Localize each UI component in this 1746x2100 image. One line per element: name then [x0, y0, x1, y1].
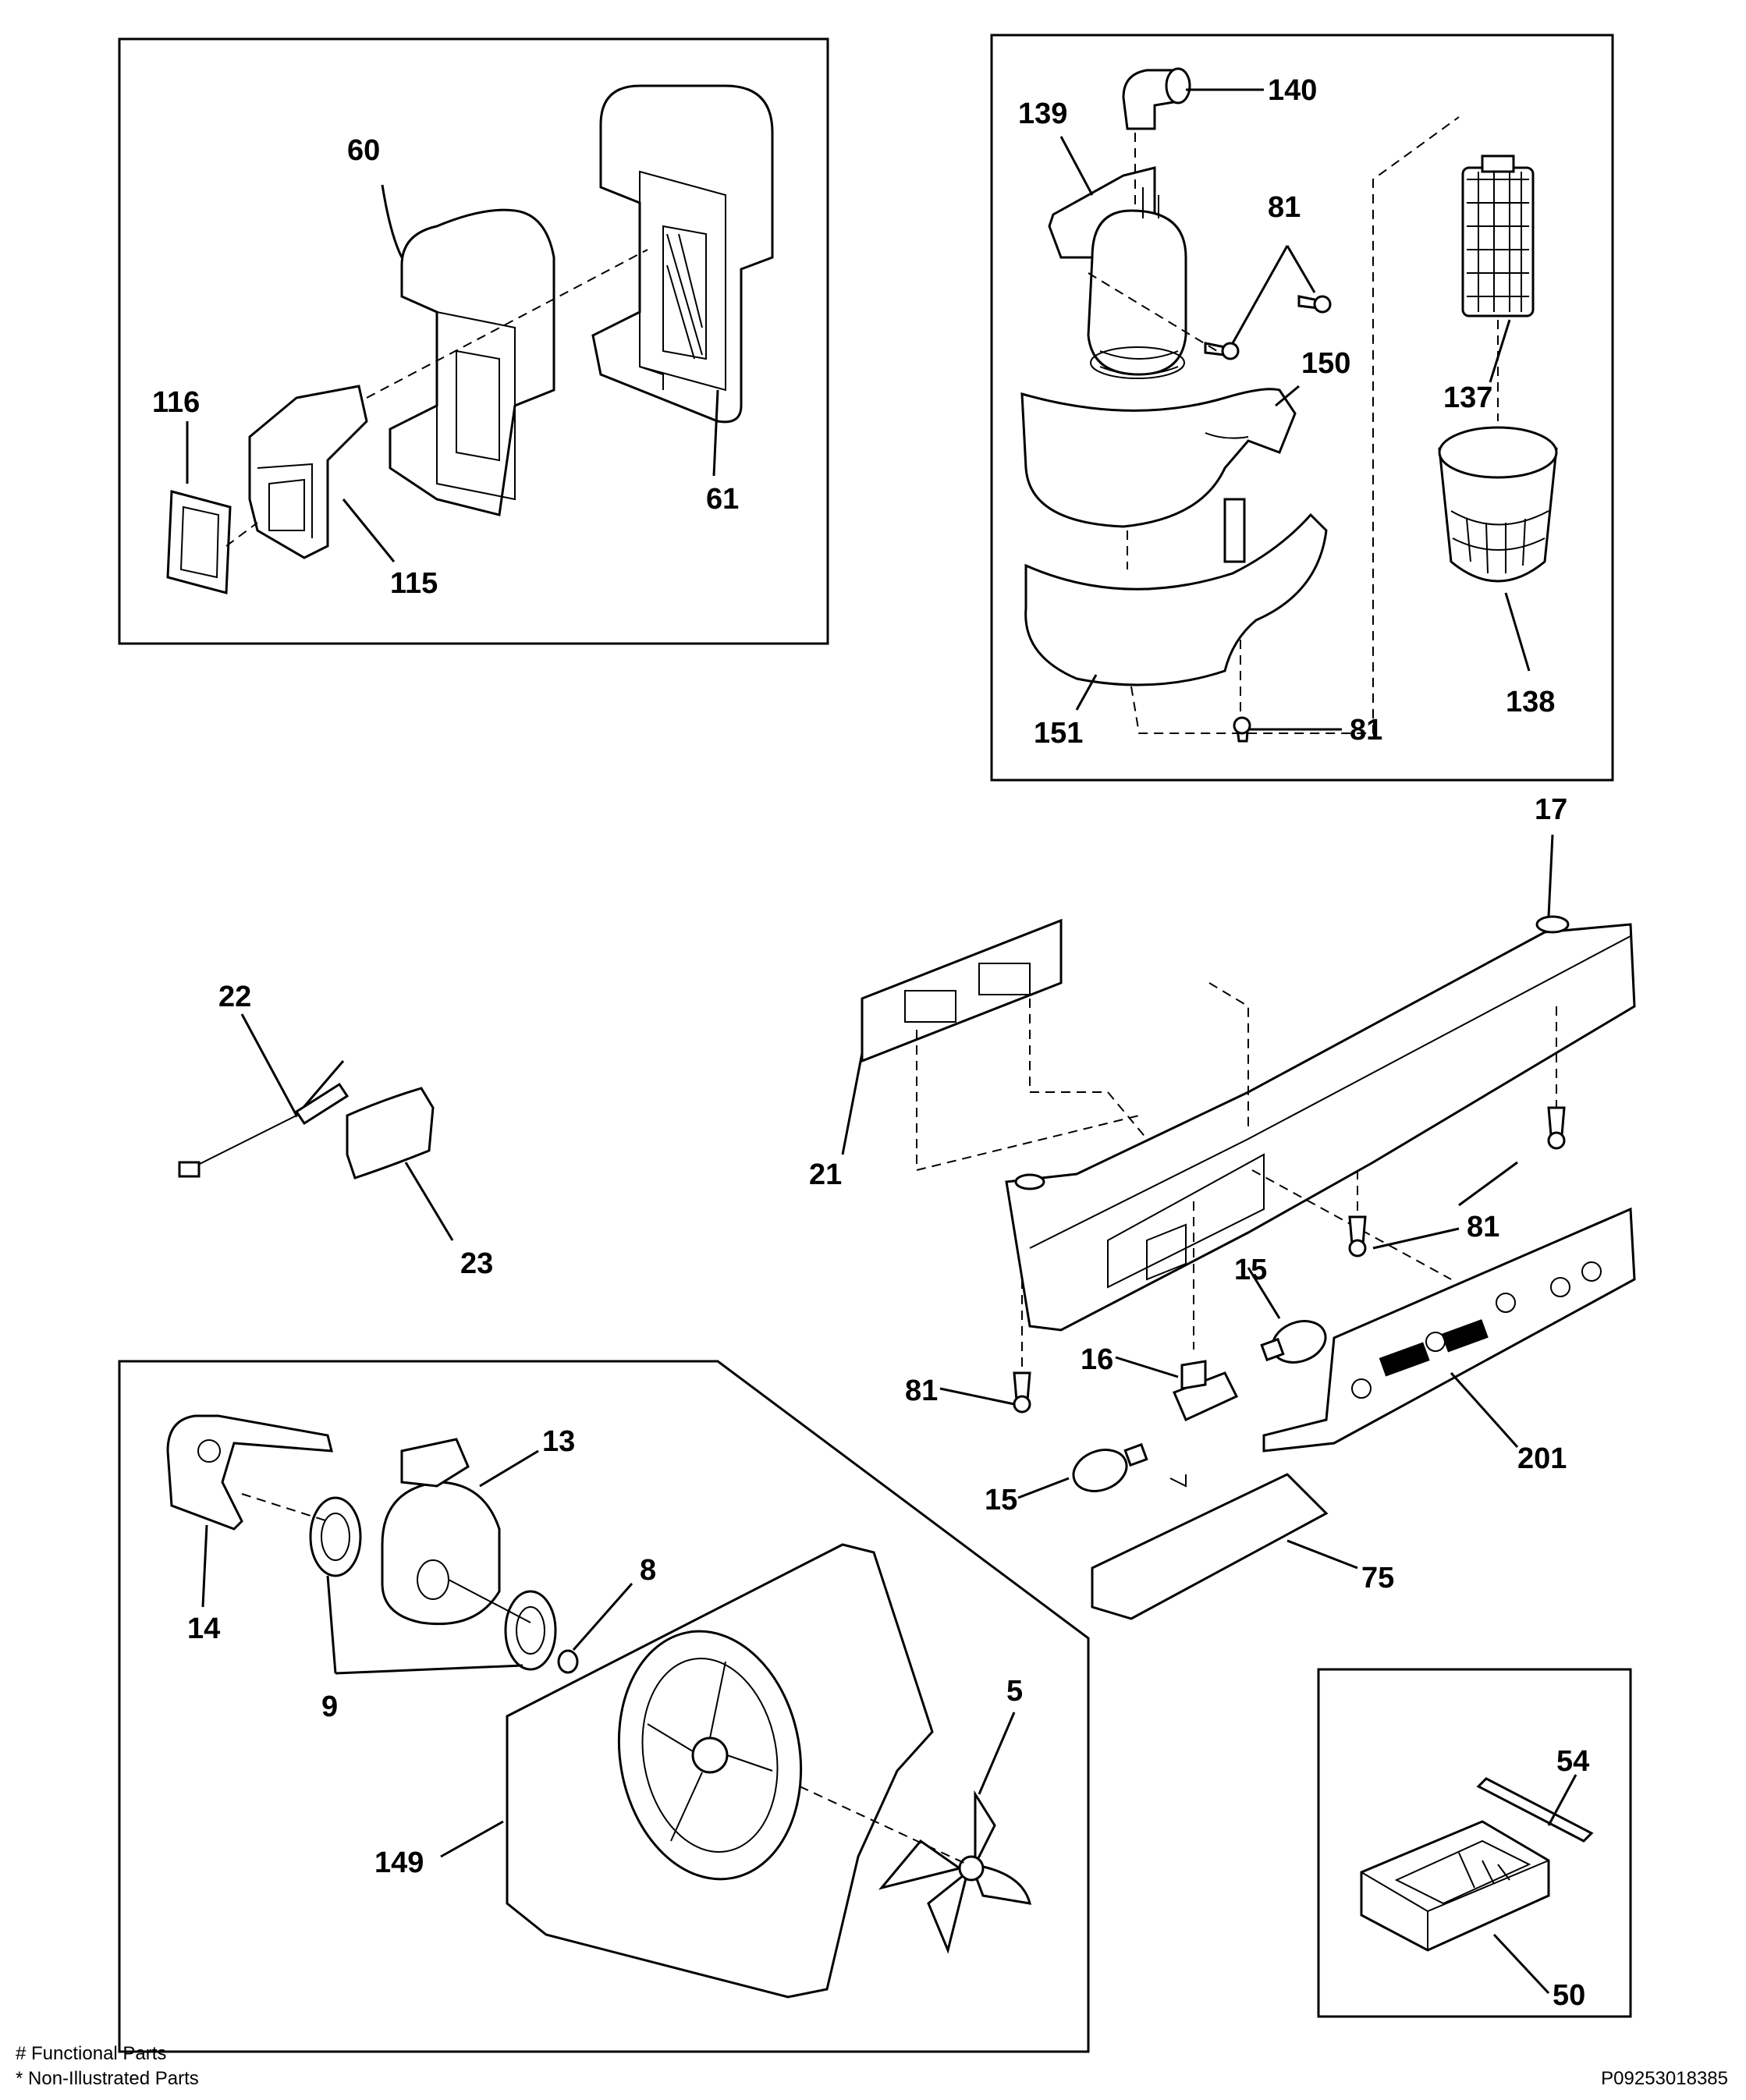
part-9-wheel-right — [504, 1590, 557, 1671]
part-label-138: 138 — [1506, 686, 1555, 718]
part-139-filter-head — [1048, 166, 1187, 379]
part-115-damper-control — [248, 385, 368, 559]
duct-assembly-group: 60 61 116 115 — [118, 37, 829, 645]
part-137-filter-cartridge — [1461, 154, 1535, 317]
part-label-81-left: 81 — [905, 1375, 938, 1407]
part-81-screw-e — [1348, 1215, 1367, 1258]
part-149-fan-shroud — [506, 1543, 934, 1999]
part-140-fitting — [1122, 67, 1191, 130]
water-filter-frame — [990, 34, 1614, 782]
part-label-75: 75 — [1361, 1562, 1394, 1595]
part-label-17: 17 — [1535, 793, 1567, 826]
part-75-deflector — [1091, 1473, 1329, 1620]
part-label-60: 60 — [347, 134, 380, 167]
part-label-13: 13 — [542, 1425, 575, 1458]
part-201-control-panel — [1262, 1207, 1636, 1453]
part-label-149: 149 — [374, 1846, 424, 1879]
control-box-group: 54 50 — [1317, 1668, 1632, 2018]
part-label-81-right: 81 — [1467, 1211, 1499, 1243]
water-filter-group: 139 140 81 150 137 138 151 81 — [990, 34, 1614, 782]
part-15-light-bulb-lower — [1072, 1442, 1148, 1492]
part-50-control-housing — [1360, 1820, 1550, 1952]
part-label-151: 151 — [1034, 717, 1083, 750]
part-116-gasket — [166, 490, 232, 594]
sensor-group: 22 23 — [178, 981, 493, 1280]
part-label-61: 61 — [706, 483, 739, 516]
part-81-screw-c — [1233, 716, 1251, 743]
part-label-5: 5 — [1006, 1675, 1023, 1708]
part-label-140: 140 — [1268, 74, 1317, 107]
part-15-light-bulb-upper — [1260, 1320, 1327, 1364]
part-label-15-lower: 15 — [985, 1484, 1017, 1516]
part-9-wheel-left — [309, 1496, 362, 1577]
fan-assembly-frame — [118, 1360, 1090, 2053]
panel-display-right — [1441, 1319, 1489, 1353]
part-8-washer — [557, 1649, 579, 1674]
part-label-54: 54 — [1556, 1745, 1589, 1778]
drawing-code: P09253018385 — [1601, 2068, 1728, 2089]
part-label-8: 8 — [640, 1554, 656, 1587]
part-54-strip — [1476, 1777, 1594, 1843]
part-60-duct-cover — [389, 208, 555, 516]
part-138-filter-bowl — [1438, 426, 1558, 583]
part-16-lamp-socket — [1173, 1360, 1239, 1422]
part-61-outer-duct-cover — [591, 84, 774, 424]
duct-assembly-frame — [118, 37, 829, 645]
part-14-bracket — [166, 1414, 333, 1531]
part-label-50: 50 — [1553, 1979, 1585, 2012]
part-label-9: 9 — [321, 1690, 338, 1723]
legend-non-illustrated-parts: * Non-Illustrated Parts — [16, 2068, 199, 2089]
part-81-screw-b — [1204, 342, 1240, 360]
fan-assembly-group: 13 14 8 9 5 149 — [118, 1360, 1090, 2053]
part-label-22: 22 — [218, 981, 251, 1013]
part-label-137: 137 — [1443, 381, 1492, 414]
part-label-21: 21 — [809, 1158, 842, 1191]
part-81-screw-d — [1547, 1106, 1566, 1150]
part-21-display-board — [861, 918, 1063, 1063]
part-label-15-upper: 15 — [1234, 1254, 1267, 1286]
part-label-81: 81 — [1268, 191, 1301, 224]
part-81-screw-a — [1297, 295, 1332, 314]
part-151-filter-cover-lower — [1024, 498, 1328, 686]
part-5-fan-blade — [878, 1790, 1032, 1954]
part-81-screw-f — [1013, 1371, 1031, 1414]
part-label-16: 16 — [1081, 1343, 1113, 1376]
part-label-23: 23 — [460, 1247, 493, 1280]
part-17-dispenser-housing — [1005, 915, 1636, 1332]
panel-display-left — [1379, 1342, 1430, 1377]
part-label-81-lower: 81 — [1350, 714, 1382, 747]
part-label-115: 115 — [390, 567, 438, 600]
part-label-150: 150 — [1301, 347, 1350, 380]
part-13-fan-motor — [381, 1438, 531, 1626]
control-box-frame — [1317, 1668, 1632, 2018]
part-label-201: 201 — [1517, 1442, 1567, 1475]
part-label-139: 139 — [1018, 98, 1067, 130]
part-label-116: 116 — [152, 386, 200, 419]
part-label-14: 14 — [187, 1612, 220, 1645]
dispenser-housing-group: 17 21 81 15 16 81 201 15 75 — [809, 793, 1636, 1620]
part-150-filter-cover-upper — [1020, 388, 1297, 528]
legend-functional-parts: # Functional Parts — [16, 2043, 166, 2064]
